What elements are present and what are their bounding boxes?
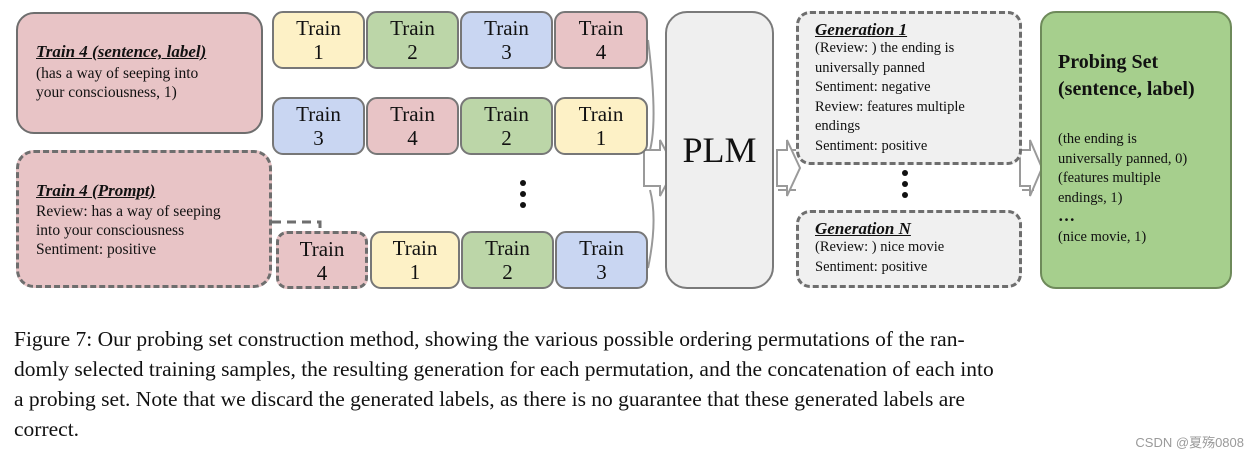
train-chip-number: 3 — [501, 40, 512, 64]
train-chip: Train 2 — [366, 11, 459, 69]
train-chip: Train 4 — [366, 97, 459, 155]
generation-1-line: endings — [815, 118, 861, 134]
generation-1-line: Sentiment: negative — [815, 79, 931, 95]
train-chip-word: Train — [296, 102, 341, 126]
train-chip-number: 1 — [409, 260, 421, 284]
train-chip-word: Train — [299, 237, 345, 261]
probing-set-subtitle: (sentence, label) — [1058, 78, 1195, 100]
train-chip-word: Train — [485, 236, 530, 260]
dot — [902, 192, 908, 198]
train-chip: Train 4 — [554, 11, 648, 69]
probing-set-box: Probing Set (sentence, label) (the endin… — [1040, 11, 1232, 289]
train-chip-number: 3 — [313, 126, 324, 150]
generation-1-line: Sentiment: positive — [815, 137, 928, 154]
row1-to-plm-arrow — [647, 39, 655, 151]
train-chip: Train 1 — [370, 231, 460, 289]
train-prompt-line: into your consciousness — [36, 222, 185, 239]
train-chip-word: Train — [484, 102, 529, 126]
train-chip-word: Train — [578, 102, 624, 126]
train-chip: Train 2 — [461, 231, 554, 289]
train-prompt-line: Sentiment: positive — [36, 241, 157, 258]
caption-line: correct. — [14, 417, 80, 441]
train-sentence-label-box: Train 4 (sentence, label) (has a way of … — [16, 12, 263, 134]
probe-input-arrow — [1019, 139, 1044, 197]
train-chip-number: 2 — [407, 40, 418, 64]
plm-output-arrow — [776, 139, 802, 197]
train-chip: Train 3 — [272, 97, 365, 155]
train-chip-number: 4 — [407, 126, 418, 150]
train-chip-word: Train — [392, 236, 438, 260]
train-chip-number: 2 — [502, 260, 513, 284]
train-chip-word: Train — [296, 16, 341, 40]
probing-set-ellipsis: … — [1058, 206, 1075, 225]
probing-set-line: (the ending is — [1058, 131, 1137, 147]
generation-n-line: Sentiment: positive — [815, 258, 928, 275]
dot — [902, 181, 908, 187]
generation-1-line: (Review: ) the ending is — [815, 40, 955, 56]
generation-n-box: Generation N (Review: ) nice movie Senti… — [796, 210, 1022, 288]
row3-to-plm-arrow — [647, 189, 655, 269]
train-chip-word: Train — [484, 16, 529, 40]
caption-line: domly selected training samples, the res… — [14, 357, 994, 381]
dot — [902, 170, 908, 176]
plm-box: PLM — [665, 11, 774, 289]
train-chip-number: 1 — [595, 126, 607, 150]
caption-line: Figure 7: Our probing set construction m… — [14, 327, 965, 351]
train-chip-number: 3 — [596, 260, 607, 284]
train-chip-word: Train — [578, 16, 624, 40]
generation-1-title: Generation 1 — [815, 20, 908, 39]
plm-label: PLM — [682, 130, 757, 170]
probing-set-line: (nice movie, 1) — [1058, 229, 1147, 245]
train-chip-number: 2 — [501, 126, 512, 150]
caption-line: a probing set. Note that we discard the … — [14, 387, 965, 411]
train-chip-number: 4 — [316, 261, 328, 285]
train-sentence-label-line: your consciousness, 1) — [36, 84, 177, 101]
train-chip: Train 1 — [554, 97, 648, 155]
train-chip: Train 4 — [276, 231, 368, 289]
probing-set-line: endings, 1) — [1058, 189, 1123, 206]
generation-1-line: Review: features multiple — [815, 98, 965, 115]
generation-n-title: Generation N — [815, 219, 911, 238]
probing-set-line: universally panned, 0) — [1058, 150, 1188, 167]
train-chip: Train 1 — [272, 11, 365, 69]
train-chip: Train 2 — [460, 97, 553, 155]
train-sentence-label-line: (has a way of seeping into — [36, 65, 199, 82]
train-prompt-line: Review: has a way of seeping — [36, 203, 221, 220]
dot — [520, 202, 526, 208]
train-chip: Train 3 — [555, 231, 648, 289]
generation-n-line: (Review: ) nice movie — [815, 239, 945, 255]
prompt-to-train4-connector — [272, 220, 322, 232]
train-chip: Train 3 — [460, 11, 553, 69]
train-chip-word: Train — [390, 16, 435, 40]
generation-1-line: universally panned — [815, 59, 925, 76]
train-sentence-label-title: Train 4 (sentence, label) — [36, 42, 207, 61]
train-chip-number: 1 — [313, 40, 324, 64]
dot — [520, 180, 526, 186]
figure-caption: Figure 7: Our probing set construction m… — [14, 324, 1244, 444]
dot — [520, 191, 526, 197]
train-chip-word: Train — [390, 102, 435, 126]
watermark: CSDN @夏殇0808 — [1135, 435, 1244, 450]
probing-set-title: Probing Set — [1058, 51, 1159, 73]
generation-1-box: Generation 1 (Review: ) the ending is un… — [796, 11, 1022, 165]
generation-ellipsis — [900, 170, 910, 206]
probing-set-line: (features multiple — [1058, 170, 1161, 186]
train-chip-number: 4 — [595, 40, 607, 64]
train-prompt-title: Train 4 (Prompt) — [36, 181, 156, 200]
train-chip-word: Train — [579, 236, 624, 260]
train-prompt-box: Train 4 (Prompt) Review: has a way of se… — [16, 150, 272, 288]
permutation-ellipsis — [518, 180, 528, 216]
